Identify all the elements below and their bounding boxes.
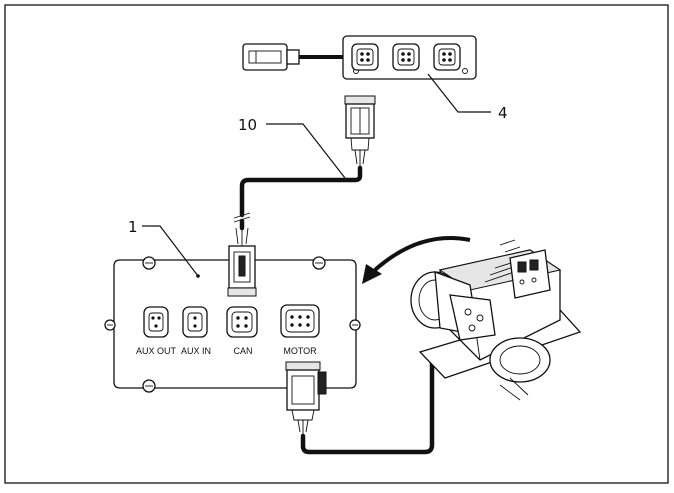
- leader-10: [266, 123, 346, 179]
- port-motor: [280, 304, 320, 338]
- callout-10: 10: [238, 116, 257, 134]
- label-can: CAN: [233, 346, 252, 356]
- leader-1: [142, 225, 199, 277]
- controller-box: AUX OUT AUX IN CAN MOTOR: [104, 245, 361, 434]
- motor-assembly: [410, 239, 582, 401]
- hub-socket-2: [392, 43, 420, 71]
- port-can: [226, 306, 258, 338]
- callout-4: 4: [498, 104, 508, 122]
- plug-left-body: [242, 43, 288, 71]
- connector-hub: [242, 35, 477, 80]
- label-motor: MOTOR: [283, 346, 317, 356]
- label-aux-out: AUX OUT: [136, 346, 177, 356]
- port-aux-out: [143, 306, 169, 338]
- callout-1: 1: [128, 218, 138, 236]
- arrow-head: [362, 264, 382, 284]
- label-aux-in: AUX IN: [181, 346, 211, 356]
- hub-socket-1: [351, 43, 379, 71]
- motor-cable: [300, 357, 435, 455]
- diagram-frame: [4, 4, 669, 484]
- mount-arrow: [373, 236, 471, 272]
- port-aux-in: [182, 306, 208, 338]
- leader-4: [427, 73, 491, 113]
- hub-socket-3: [433, 43, 461, 71]
- cable-10: [239, 165, 363, 218]
- cable-plug-top: [344, 95, 376, 166]
- roller: [489, 337, 551, 383]
